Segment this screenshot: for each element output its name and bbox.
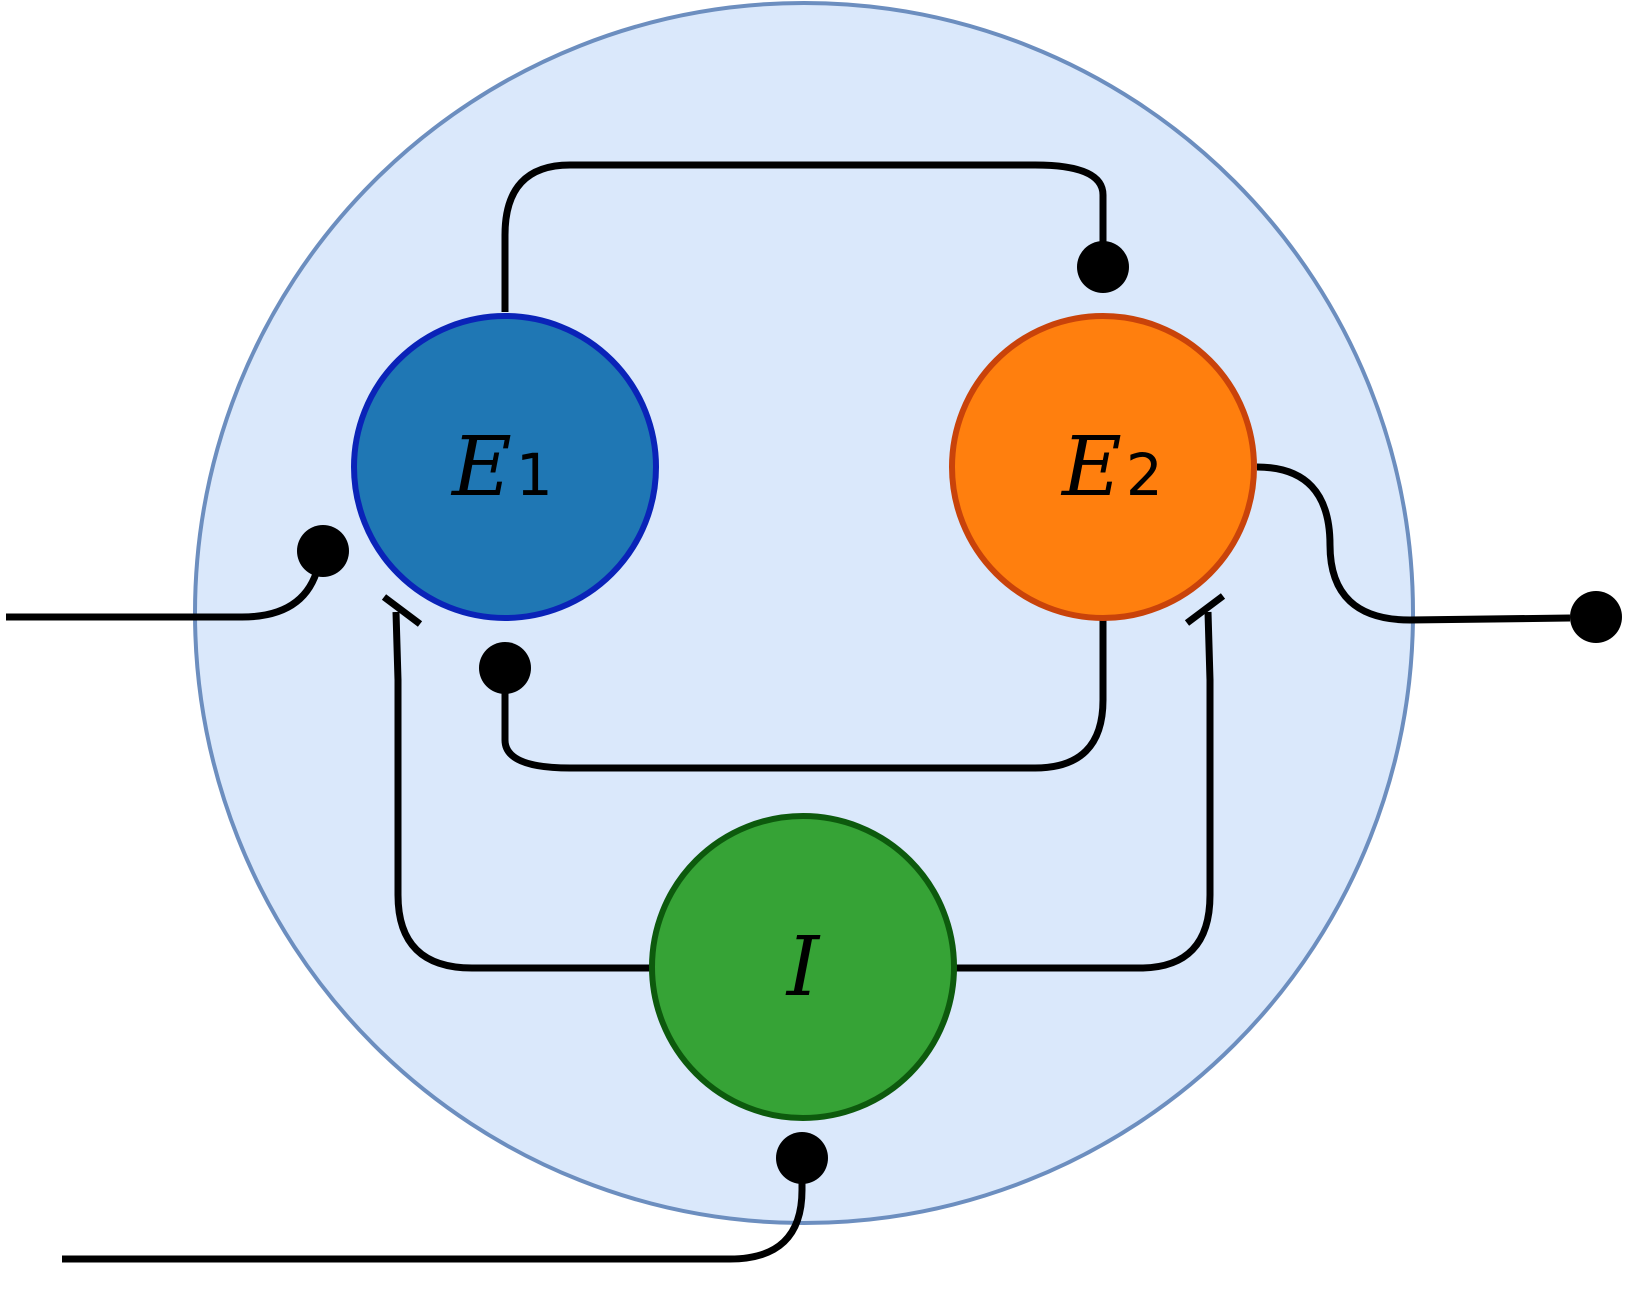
node-i: I <box>649 813 957 1121</box>
node-i-circle <box>652 816 954 1118</box>
e2-output-connection <box>1256 463 1571 624</box>
inhibitory-terminal-e1 <box>381 594 423 627</box>
connection-i-to-e1 <box>392 611 653 972</box>
node-e1-outline <box>351 313 659 621</box>
node-e2-outline <box>949 313 1257 621</box>
excitatory-terminal-i-input <box>776 1132 828 1184</box>
external-input-to-i <box>62 1165 806 1263</box>
excitatory-terminal-e1-input <box>297 525 349 577</box>
connection-e1-to-e2 <box>501 161 1107 312</box>
node-i-outline <box>649 813 957 1121</box>
inhibitory-terminal-e2 <box>1184 593 1226 626</box>
population-boundary <box>195 3 1413 1223</box>
node-e2: E2 <box>949 313 1257 621</box>
output-terminal <box>1570 591 1622 643</box>
node-e1-label: E1 <box>450 420 553 515</box>
population-boundary-outline <box>193 1 1415 1225</box>
connection-i-to-e2 <box>955 611 1214 972</box>
connection-e2-to-e1 <box>501 618 1107 772</box>
node-e2-label: E2 <box>1060 420 1163 515</box>
node-e2-circle <box>952 316 1254 618</box>
excitatory-terminal-e2-top <box>1077 241 1129 293</box>
external-input-to-e1 <box>6 566 322 621</box>
node-e1-circle <box>354 316 656 618</box>
node-i-label: I <box>785 920 821 1015</box>
excitatory-terminal-e1-bottom <box>479 642 531 694</box>
node-e1: E1 <box>351 313 659 621</box>
